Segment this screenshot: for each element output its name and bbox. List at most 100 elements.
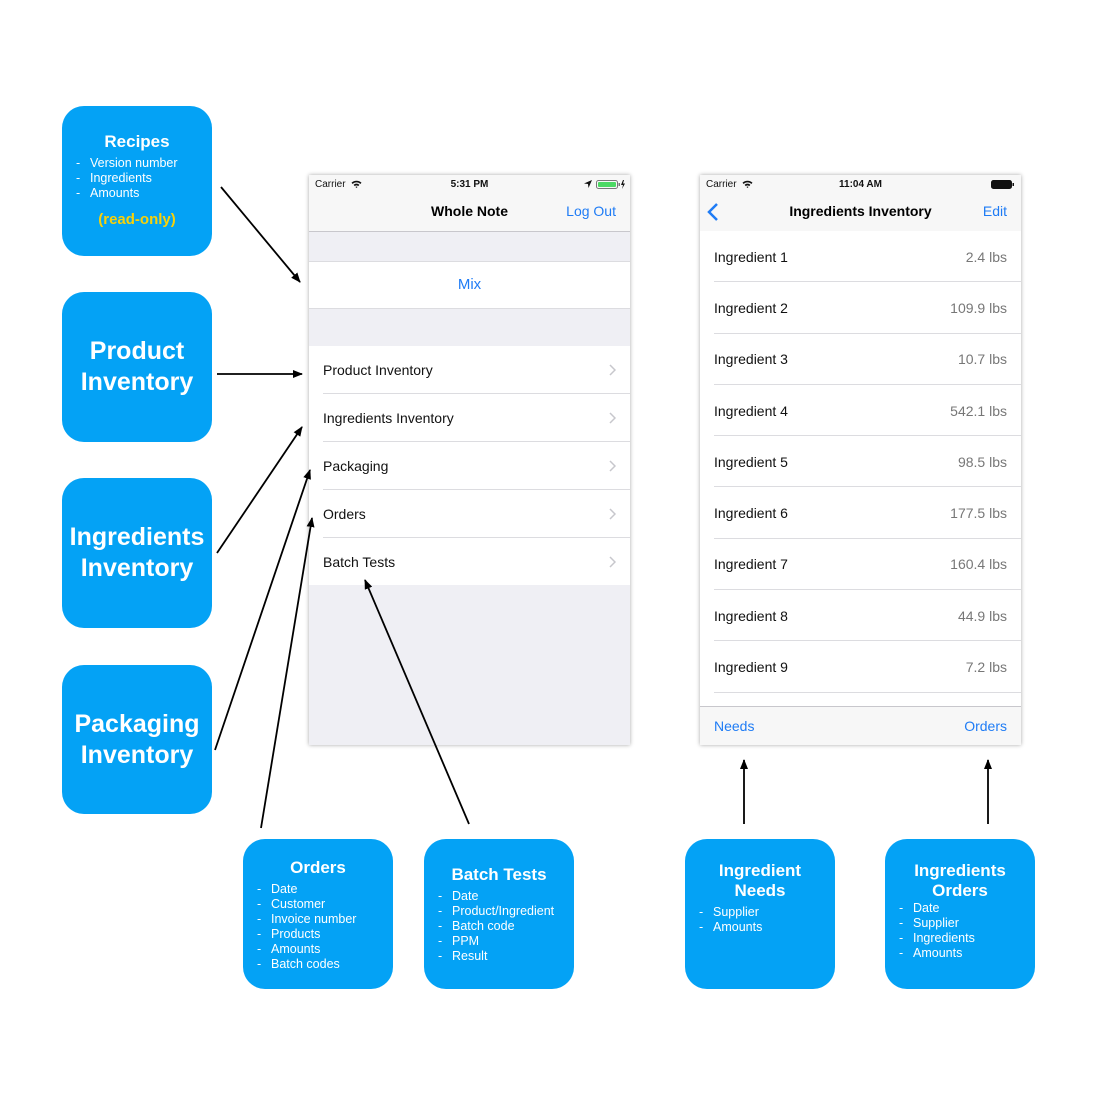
- ingredient-amount: 98.5 lbs: [957, 453, 1007, 470]
- ingredients-inventory-screen: Carrier 11:04 AM Ingredients Inventory E…: [700, 175, 1021, 745]
- menu-item-ingredients-inventory[interactable]: Ingredients Inventory: [309, 394, 630, 442]
- title-line: Orders: [932, 881, 988, 900]
- ingredient-name: Ingredient 1: [714, 248, 788, 265]
- ingredient-name: Ingredient 4: [714, 402, 788, 419]
- title-line: Needs: [734, 881, 786, 900]
- edit-button[interactable]: Edit: [982, 203, 1007, 219]
- mix-button[interactable]: Mix: [309, 261, 630, 309]
- list-item: Date: [899, 901, 1035, 916]
- arrow-recipes-to-mix: [220, 186, 301, 283]
- list-item: Date: [438, 889, 574, 904]
- title-line: Product: [89, 337, 185, 365]
- batch-tests-title: Batch Tests: [451, 865, 547, 884]
- title-line: Ingredients: [914, 861, 1006, 880]
- list-item: Batch codes: [257, 957, 393, 972]
- chevron-right-icon: [609, 364, 616, 376]
- packaging-inventory-box: Packaging Inventory: [62, 665, 212, 814]
- carrier-text: Carrier: [315, 179, 346, 190]
- list-item: PPM: [438, 934, 574, 949]
- table-row[interactable]: Ingredient 5 98.5 lbs: [700, 436, 1021, 488]
- ingredient-name: Ingredient 3: [714, 351, 788, 368]
- divider: [323, 537, 630, 538]
- arrow-batch-tests: [364, 579, 470, 825]
- orders-box: Orders Date Customer Invoice number Prod…: [243, 839, 393, 989]
- back-chevron-icon[interactable]: [707, 202, 719, 222]
- list-item: Ingredients: [76, 171, 212, 186]
- recipes-readonly-note: (read-only): [98, 211, 176, 228]
- log-out-button[interactable]: Log Out: [566, 203, 616, 219]
- list-item: Amounts: [76, 186, 212, 201]
- ingredient-name: Ingredient 5: [714, 453, 788, 470]
- divider: [714, 281, 1021, 283]
- divider: [714, 691, 1021, 693]
- table-row[interactable]: Ingredient 8 44.9 lbs: [700, 590, 1021, 642]
- nav-bar: Ingredients Inventory Edit: [700, 193, 1021, 232]
- table-row[interactable]: Ingredient 9 7.2 lbs: [700, 641, 1021, 693]
- mix-label: Mix: [457, 276, 482, 293]
- carrier-label: Carrier: [315, 179, 362, 190]
- list-item: Supplier: [699, 905, 835, 920]
- nav-title: Ingredients Inventory: [789, 203, 932, 219]
- menu-item-label: Ingredients Inventory: [323, 410, 454, 426]
- list-item: Amounts: [257, 942, 393, 957]
- list-item: Products: [257, 927, 393, 942]
- list-item: Supplier: [899, 916, 1035, 931]
- menu-item-product-inventory[interactable]: Product Inventory: [309, 346, 630, 394]
- menu-item-orders[interactable]: Orders: [309, 490, 630, 538]
- battery-icon: [596, 180, 625, 189]
- title-line: Ingredient: [718, 861, 802, 880]
- ingredient-name: Ingredient 7: [714, 556, 788, 573]
- table-row[interactable]: Ingredient 1 2.4 lbs: [700, 231, 1021, 283]
- battery-icon: [991, 180, 1014, 189]
- ingredient-amount: 7.2 lbs: [965, 659, 1007, 676]
- ingredient-name: Ingredient 9: [714, 659, 788, 676]
- ingredient-amount: 10.7 lbs: [957, 351, 1007, 368]
- divider: [714, 537, 1021, 539]
- ingredient-needs-title: Ingredient Needs: [699, 861, 821, 901]
- ingredient-amount: 44.9 lbs: [957, 607, 1007, 624]
- wifi-icon: [351, 180, 362, 188]
- orders-button[interactable]: Orders: [964, 718, 1007, 734]
- list-item: Ingredients: [899, 931, 1035, 946]
- ingredient-needs-items: Supplier Amounts: [699, 905, 835, 935]
- batch-tests-items: Date Product/Ingredient Batch code PPM R…: [438, 889, 574, 964]
- chevron-right-icon: [609, 555, 616, 568]
- needs-button[interactable]: Needs: [714, 718, 755, 734]
- ingredient-amount: 2.4 lbs: [965, 248, 1007, 265]
- list-item: Date: [257, 882, 393, 897]
- orders-title: Orders: [290, 858, 346, 877]
- toolbar: Needs Orders: [700, 706, 1021, 745]
- status-bar: Carrier 11:04 AM: [700, 175, 1021, 193]
- status-time: 5:31 PM: [450, 179, 489, 190]
- carrier-text: Carrier: [706, 179, 737, 190]
- nav-bar: Whole Note Log Out: [309, 193, 630, 232]
- ingredients-inventory-box: Ingredients Inventory: [62, 478, 212, 628]
- arrow-orders: [260, 517, 315, 829]
- title-line: Inventory: [80, 554, 194, 582]
- ingredient-needs-box: Ingredient Needs Supplier Amounts: [685, 839, 835, 989]
- ingredients-inventory-title: Ingredients Inventory: [62, 522, 212, 584]
- ingredient-name: Ingredient 2: [714, 299, 788, 316]
- ingredient-name: Ingredient 8: [714, 607, 788, 624]
- menu-item-packaging[interactable]: Packaging: [309, 442, 630, 490]
- list-item: Invoice number: [257, 912, 393, 927]
- product-inventory-box: Product Inventory: [62, 292, 212, 442]
- product-inventory-title: Product Inventory: [62, 336, 212, 398]
- table-row[interactable]: Ingredient 4 542.1 lbs: [700, 384, 1021, 437]
- recipes-items: Version number Ingredients Amounts: [76, 156, 212, 201]
- table-row[interactable]: Ingredient 3 10.7 lbs: [700, 333, 1021, 385]
- title-line: Ingredients: [69, 523, 205, 551]
- location-icon: [584, 180, 592, 188]
- nav-title: Whole Note: [431, 203, 508, 219]
- ingredient-amount: 542.1 lbs: [950, 402, 1007, 419]
- menu-item-batch-tests[interactable]: Batch Tests: [309, 538, 630, 585]
- ingredients-orders-box: Ingredients Orders Date Supplier Ingredi…: [885, 839, 1035, 989]
- title-line: Inventory: [80, 368, 194, 396]
- chevron-right-icon: [609, 460, 616, 472]
- divider: [714, 589, 1021, 591]
- menu-item-label: Orders: [323, 506, 366, 522]
